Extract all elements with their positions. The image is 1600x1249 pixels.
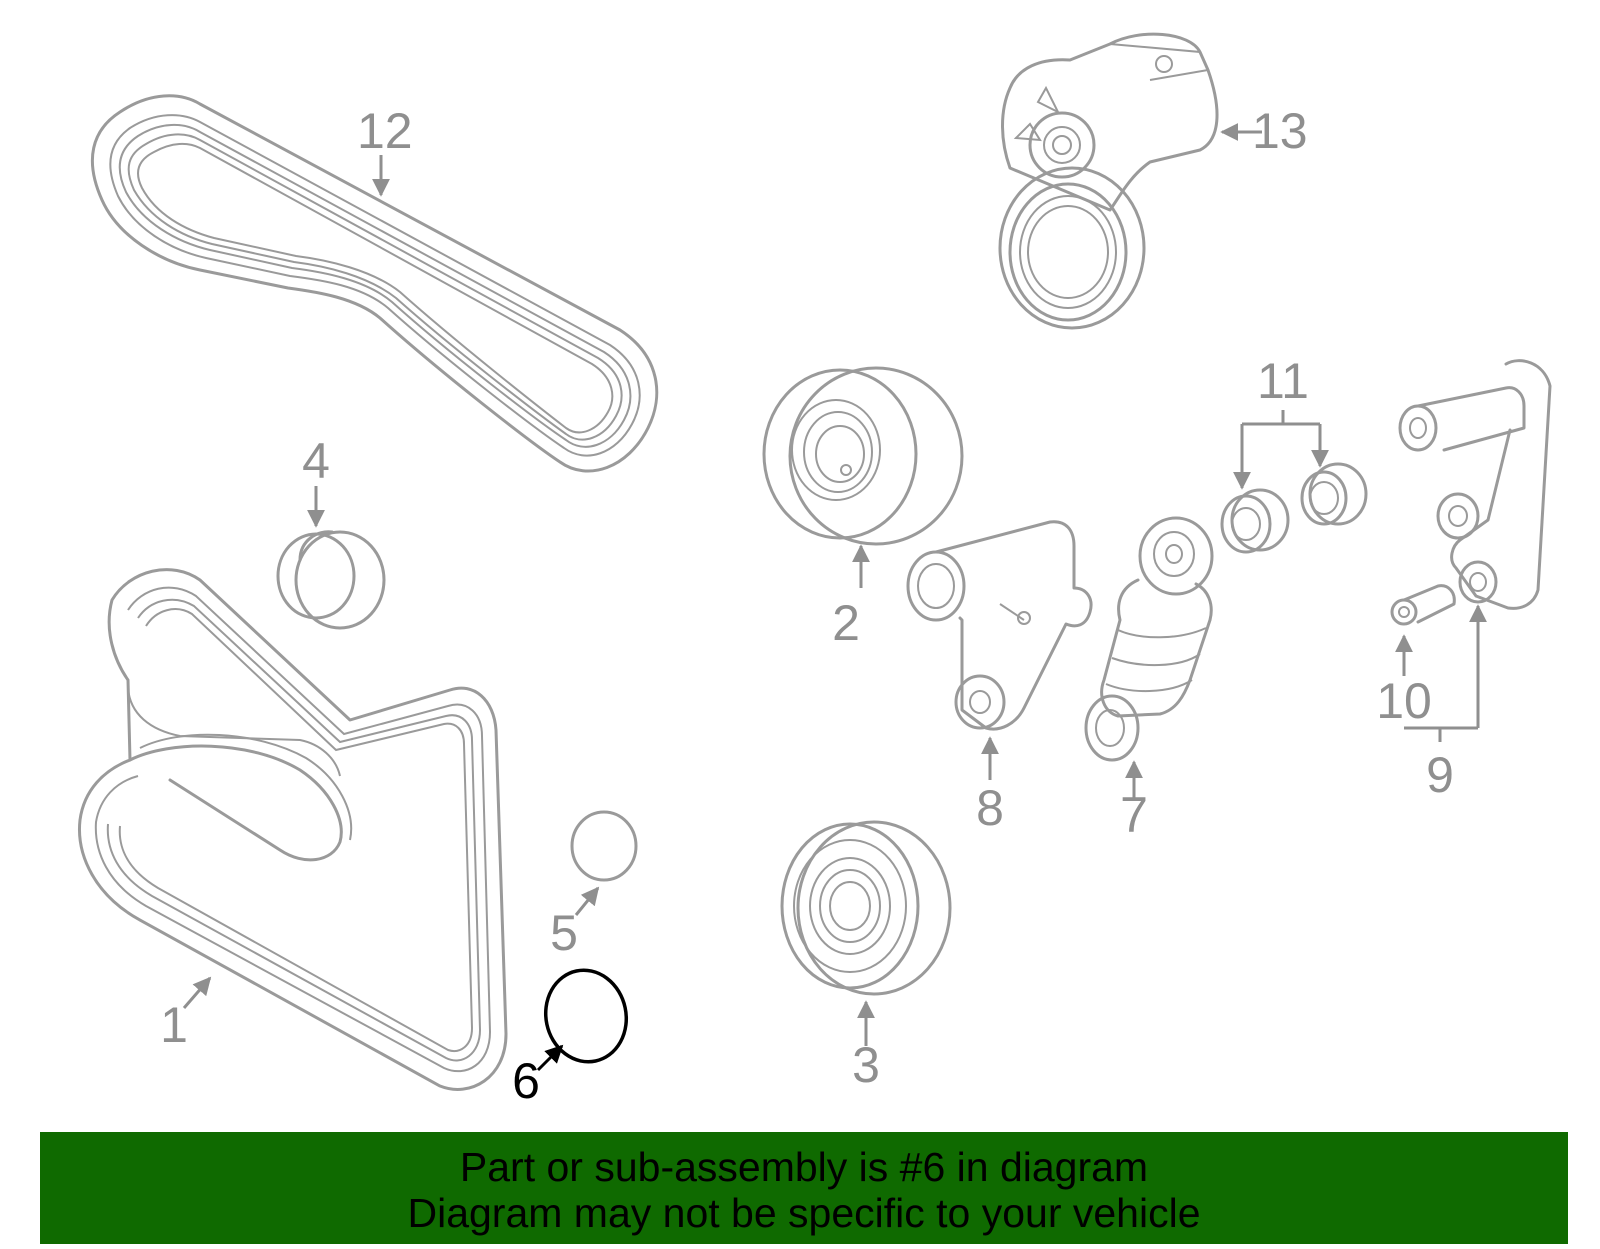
bracket-9 (1398, 359, 1552, 610)
leader-5 (574, 886, 600, 916)
pulley-2 (762, 366, 964, 546)
callout-12: 12 (357, 103, 413, 159)
damper-7 (1084, 516, 1214, 762)
belt-1 (78, 568, 508, 1091)
callout-9: 9 (1426, 747, 1454, 803)
tensioner-13 (998, 32, 1219, 330)
bushings-11 (1220, 462, 1368, 554)
leader-9-bracket (1404, 726, 1478, 742)
callout-1: 1 (160, 997, 188, 1053)
callout-10: 10 (1376, 673, 1432, 729)
callout-4: 4 (302, 433, 330, 489)
callout-11: 11 (1257, 353, 1309, 409)
callout-8: 8 (976, 780, 1004, 836)
info-banner: Part or sub-assembly is #6 in diagram Di… (40, 1132, 1568, 1244)
callout-6: 6 (512, 1053, 540, 1109)
leader-1 (182, 976, 212, 1009)
belt-12 (90, 94, 659, 473)
callout-3: 3 (852, 1037, 880, 1093)
pin-10 (1390, 584, 1456, 626)
bracket-8 (906, 520, 1093, 731)
pulley-3 (780, 820, 952, 996)
cap-4 (276, 530, 386, 630)
callout-2: 2 (832, 595, 860, 651)
callout-5: 5 (550, 905, 578, 961)
leader-6 (536, 1044, 564, 1072)
banner-line-1: Part or sub-assembly is #6 in diagram (459, 1144, 1149, 1190)
plug-5 (570, 810, 638, 882)
banner-line-2: Diagram may not be specific to your vehi… (407, 1190, 1201, 1236)
leader-11-bracket (1242, 410, 1320, 426)
seal-ring-6 (543, 968, 629, 1064)
